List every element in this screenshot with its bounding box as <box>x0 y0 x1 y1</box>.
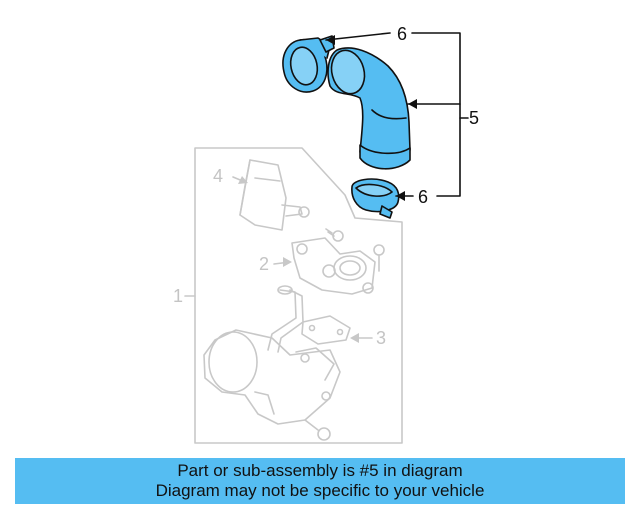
bolt-side <box>373 244 385 272</box>
highlighted-parts <box>282 32 469 219</box>
parts-diagram: 6 5 6 4 2 1 3 <box>173 24 479 444</box>
throttle-body <box>291 237 376 295</box>
clamp-lower <box>351 178 400 219</box>
gasket <box>301 315 351 345</box>
callout-6-top: 6 <box>397 24 407 44</box>
clamp-upper <box>282 35 335 93</box>
callout-1: 1 <box>173 286 183 306</box>
callout-4: 4 <box>213 166 223 186</box>
bolt-small-upper <box>325 228 344 242</box>
callout-3: 3 <box>376 328 386 348</box>
callout-5: 5 <box>469 108 479 128</box>
banner-line-part-number: Part or sub-assembly is #5 in diagram <box>177 461 463 480</box>
arrow-6-bottom <box>396 191 405 201</box>
callout-2: 2 <box>259 254 269 274</box>
bolt-bottom <box>304 419 331 441</box>
arrow-4 <box>238 176 248 184</box>
sensor-module <box>239 159 310 231</box>
vent-tube <box>267 285 304 353</box>
callout-6-bottom: 6 <box>418 187 428 207</box>
arrow-6-top <box>326 35 335 45</box>
leader-5-bracket <box>411 32 461 197</box>
info-banner: Part or sub-assembly is #5 in diagram Di… <box>15 458 625 504</box>
arrow-5-hose <box>408 99 417 109</box>
arrow-3 <box>350 333 359 343</box>
leader-6-top <box>325 32 391 41</box>
banner-line-disclaimer: Diagram may not be specific to your vehi… <box>155 481 485 500</box>
assembly-boundary <box>194 147 403 444</box>
arrow-2 <box>283 257 292 267</box>
air-hose <box>327 47 411 170</box>
